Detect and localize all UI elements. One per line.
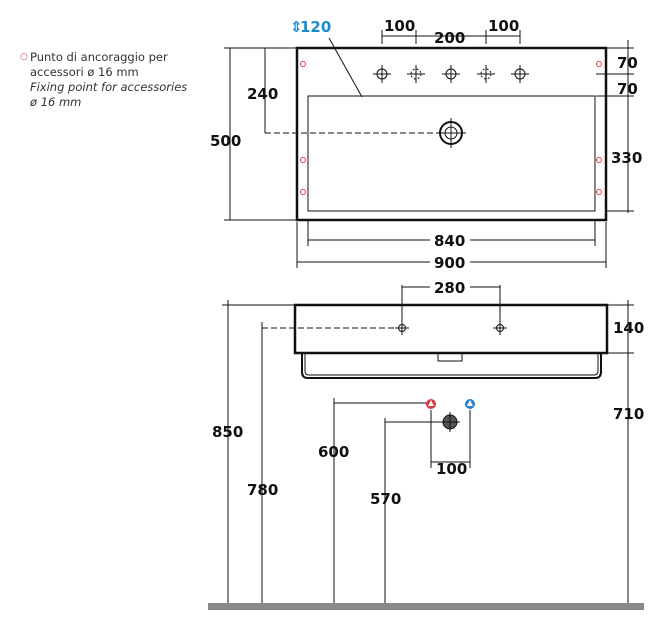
fixing-points bbox=[395, 321, 507, 335]
top-offset-a: 70 bbox=[617, 54, 638, 72]
depth-total: 500 bbox=[210, 132, 241, 150]
basin-depth: 330 bbox=[611, 149, 642, 167]
legend: ○ Punto di ancoraggio per accessori ø 16… bbox=[20, 50, 195, 110]
bowl-outline-top bbox=[307, 95, 596, 212]
hole-spacing-right: 100 bbox=[488, 17, 519, 35]
towel-rail bbox=[301, 353, 602, 379]
hole-spacing-left: 100 bbox=[384, 17, 415, 35]
drain-depth: 240 bbox=[247, 85, 278, 103]
total-width: 900 bbox=[434, 254, 465, 272]
front-view: 280 140 710 850 780 600 570 bbox=[208, 279, 644, 610]
top-view: ⇕ 120 100 200 100 500 240 70 70 330 840 bbox=[210, 17, 642, 272]
waste-height: 570 bbox=[370, 490, 401, 508]
hot-supply-icon bbox=[426, 399, 436, 409]
cold-supply-icon bbox=[465, 399, 475, 409]
drain-height: 780 bbox=[247, 481, 278, 499]
tap-holes bbox=[373, 65, 529, 83]
basin-outline-top bbox=[295, 46, 608, 222]
supply-spacing: 100 bbox=[436, 460, 467, 478]
fixing-spacing: 280 bbox=[434, 279, 465, 297]
basin-width: 840 bbox=[434, 232, 465, 250]
drain-stub bbox=[437, 352, 463, 362]
legend-english: Fixing point for accessories ø 16 mm bbox=[30, 80, 188, 109]
top-height: 710 bbox=[613, 405, 644, 423]
basin-body-front bbox=[293, 303, 609, 355]
waste-outlet-icon bbox=[440, 412, 460, 432]
anchor-point-icon: ○ bbox=[20, 52, 28, 62]
supply-height: 600 bbox=[318, 443, 349, 461]
drain-top bbox=[436, 118, 466, 148]
legend-italian: Punto di ancoraggio per accessori ø 16 m… bbox=[30, 50, 168, 79]
overall-height: 850 bbox=[212, 423, 243, 441]
top-offset-b: 70 bbox=[617, 80, 638, 98]
anchor-points bbox=[300, 61, 602, 195]
hole-spacing-mid: 200 bbox=[434, 29, 465, 47]
tap-height-label: 120 bbox=[300, 18, 331, 36]
floor-line bbox=[208, 603, 644, 610]
tap-height-arrow: ⇕ bbox=[290, 18, 303, 36]
bowl-height: 140 bbox=[613, 319, 644, 337]
